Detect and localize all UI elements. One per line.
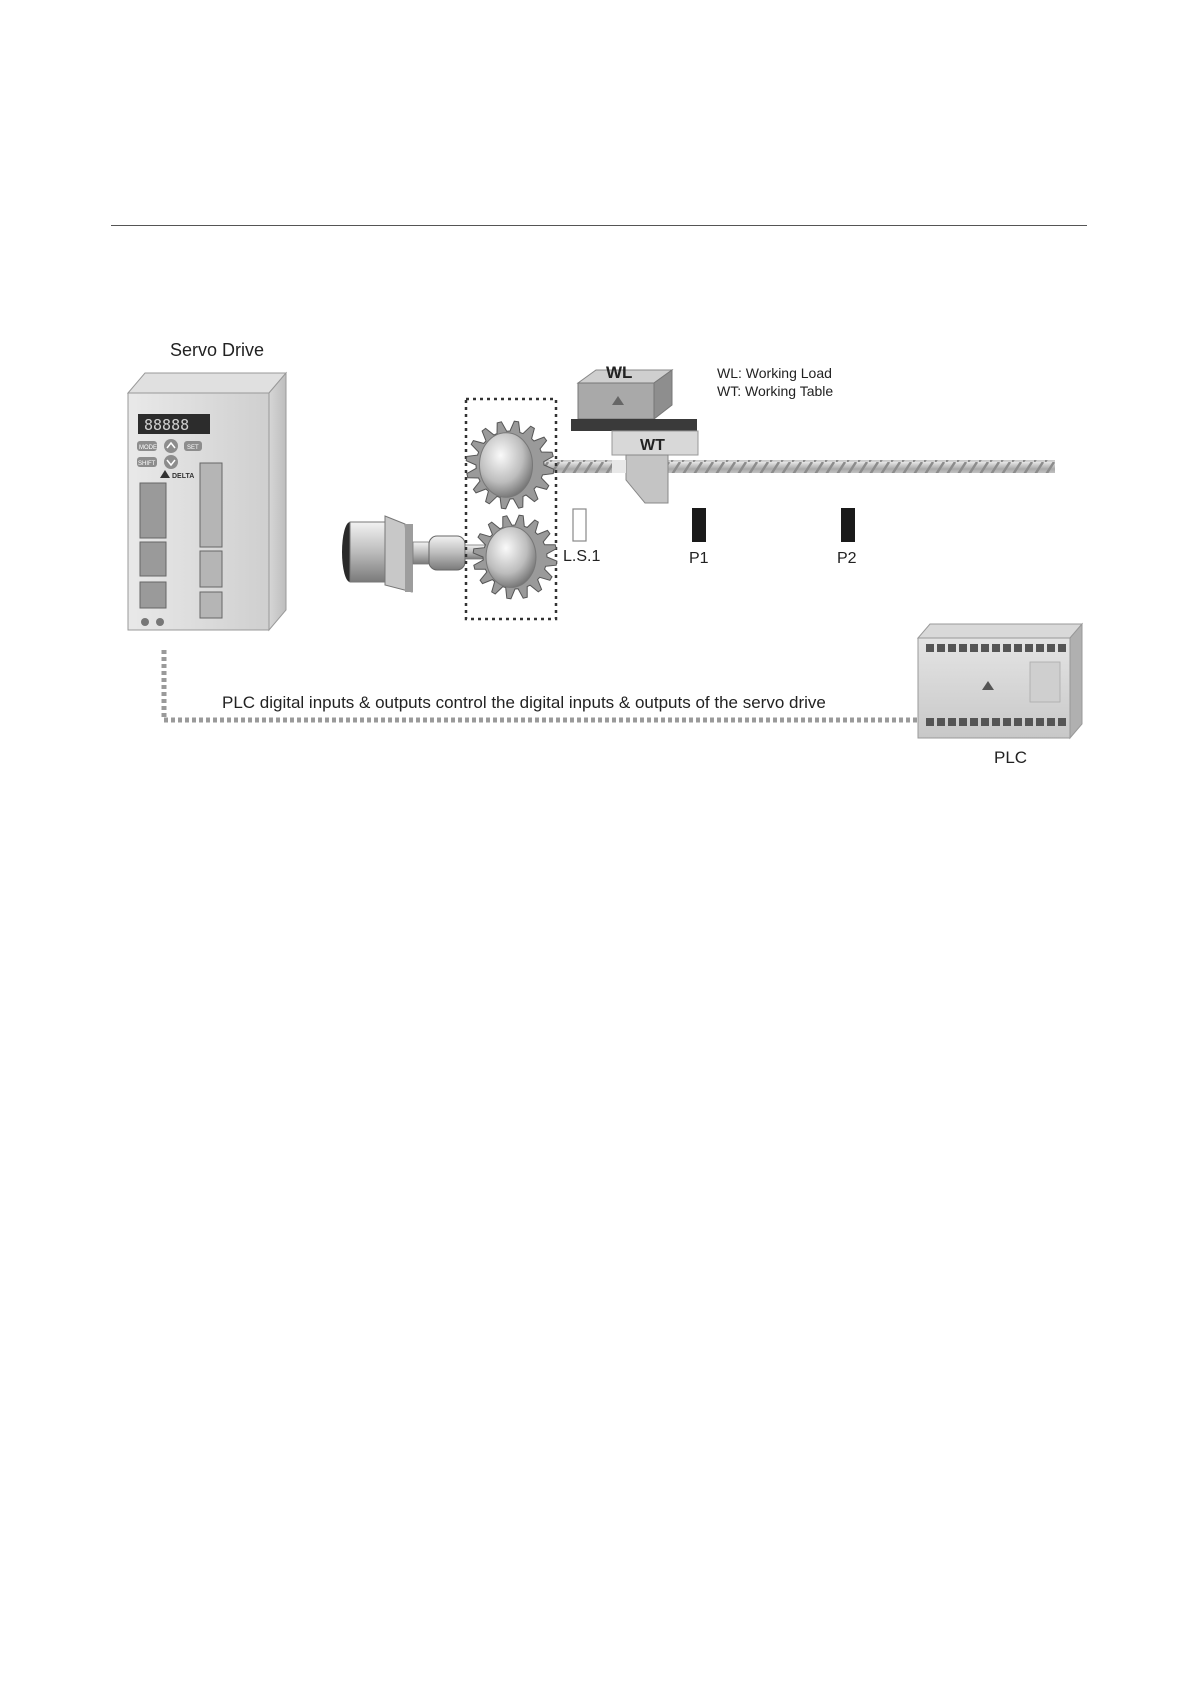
working-load-and-table bbox=[571, 370, 698, 503]
plc-terminal-screw bbox=[926, 644, 934, 652]
cn2-connector bbox=[200, 551, 222, 587]
servo-set-button-label: SET bbox=[187, 445, 199, 451]
plc-terminal-screw bbox=[1047, 718, 1055, 726]
plc-terminal-screw bbox=[1003, 718, 1011, 726]
plc-terminal-screw bbox=[948, 644, 956, 652]
plc-terminal-screw bbox=[970, 718, 978, 726]
up-arrow-button bbox=[164, 439, 178, 453]
wl-label: WL bbox=[606, 363, 632, 382]
plc-terminal-screw bbox=[992, 718, 1000, 726]
down-arrow-button bbox=[164, 455, 178, 469]
servo-mode-button-label: MODE bbox=[139, 445, 157, 451]
plc-terminal-screw bbox=[926, 718, 934, 726]
lower-gear bbox=[473, 515, 557, 599]
plc-terminal-screw bbox=[1003, 644, 1011, 652]
plc-terminal-screw bbox=[981, 718, 989, 726]
plc-terminal-screw bbox=[981, 644, 989, 652]
ls1-label: L.S.1 bbox=[563, 548, 600, 565]
gear-hub bbox=[479, 433, 532, 498]
plc-terminal-screw bbox=[959, 718, 967, 726]
plc-terminal-screw bbox=[1014, 718, 1022, 726]
plc-terminal-screw bbox=[1047, 644, 1055, 652]
plc-terminal-screw bbox=[1058, 718, 1066, 726]
lead-screw bbox=[520, 460, 1055, 473]
servo-brand-label: DELTA bbox=[172, 473, 194, 480]
working-table-top bbox=[571, 419, 697, 431]
plc-terminal-screw bbox=[1025, 718, 1033, 726]
position-sensor-p1 bbox=[692, 508, 706, 542]
ground-screw bbox=[156, 618, 164, 626]
position-sensor-p2 bbox=[841, 508, 855, 542]
servo-drive-label: Servo Drive bbox=[170, 340, 264, 360]
regen-terminal-block bbox=[140, 582, 166, 608]
power-terminal-block bbox=[140, 483, 166, 538]
upper-gear bbox=[466, 421, 554, 509]
cn3-connector bbox=[200, 592, 222, 618]
plc-terminal-screw bbox=[937, 718, 945, 726]
p2-label: P2 bbox=[837, 550, 857, 567]
plc-status-leds bbox=[1030, 662, 1060, 702]
wt-label: WT bbox=[640, 437, 665, 454]
plc-connection-caption: PLC digital inputs & outputs control the… bbox=[222, 693, 826, 712]
ground-screw bbox=[141, 618, 149, 626]
plc-unit bbox=[918, 624, 1082, 738]
motor-terminal-block bbox=[140, 542, 166, 576]
servo-shift-button-label: SHIFT bbox=[138, 461, 156, 467]
plc-terminal-screw bbox=[959, 644, 967, 652]
gear-hub bbox=[486, 527, 536, 588]
limit-switch-ls1 bbox=[573, 509, 586, 541]
plc-terminal-screw bbox=[948, 718, 956, 726]
plc-terminal-screw bbox=[1058, 644, 1066, 652]
plc-terminal-screw bbox=[1036, 718, 1044, 726]
coupling bbox=[429, 536, 465, 570]
plc-label: PLC bbox=[994, 748, 1027, 767]
plc-terminal-screw bbox=[1014, 644, 1022, 652]
legend-working-table: WT: Working Table bbox=[717, 383, 833, 399]
cn1-connector bbox=[200, 463, 222, 547]
servo-drive: 88888 MODE SET SHIFT DELTA bbox=[128, 373, 286, 630]
plc-terminal-screw bbox=[1025, 644, 1033, 652]
carriage-nut bbox=[626, 455, 668, 503]
plc-terminal-screw bbox=[937, 644, 945, 652]
legend-working-load: WL: Working Load bbox=[717, 365, 832, 381]
p1-label: P1 bbox=[689, 550, 709, 567]
plc-terminal-screw bbox=[992, 644, 1000, 652]
servo-display-digits: 88888 bbox=[144, 416, 189, 434]
plc-terminal-screw bbox=[970, 644, 978, 652]
plc-terminal-screw bbox=[1036, 644, 1044, 652]
